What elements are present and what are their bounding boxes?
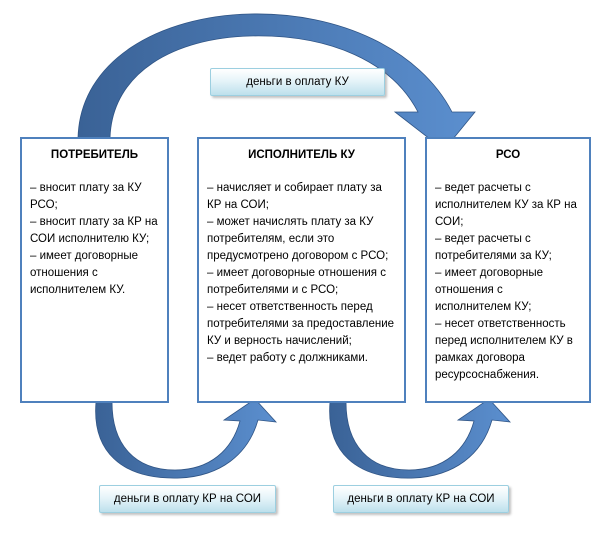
flow-label-common-property-1: деньги в оплату КР на СОИ bbox=[99, 485, 276, 513]
arrow-executor-to-rso bbox=[329, 398, 512, 479]
list-item: – вносит плату за КР на СОИ исполнителю … bbox=[30, 216, 158, 245]
box-executor: ИСПОЛНИТЕЛЬ КУ – начисляет и собирает пл… bbox=[197, 137, 406, 403]
list-item: – имеет договорные отношения с исполните… bbox=[435, 267, 544, 313]
flow-label-utilities: деньги в оплату КУ bbox=[210, 68, 385, 96]
list-item: – ведет работу с должниками. bbox=[207, 352, 368, 364]
box-executor-title: ИСПОЛНИТЕЛЬ КУ bbox=[248, 149, 355, 161]
list-item: – ведет расчеты с исполнителем КУ за КР … bbox=[435, 182, 577, 228]
list-item: – начисляет и собирает плату за КР на СО… bbox=[207, 182, 382, 211]
flow-label-common-property-2: деньги в оплату КР на СОИ bbox=[333, 485, 509, 513]
box-rso-title: РСО bbox=[495, 149, 521, 161]
list-item: – ведет расчеты с потребителями за КУ; bbox=[435, 233, 552, 262]
box-rso: РСО – ведет расчеты с исполнителем КУ за… bbox=[425, 137, 591, 403]
list-item: – несет ответственность перед потребител… bbox=[207, 301, 395, 347]
arrow-consumer-to-executor bbox=[95, 398, 278, 479]
arrow-consumer-to-rso bbox=[77, 13, 476, 151]
box-consumer: ПОТРЕБИТЕЛЬ – вносит плату за КУ РСО; – … bbox=[20, 137, 169, 403]
list-item: – имеет договорные отношения с исполните… bbox=[30, 250, 139, 296]
list-item: – несет ответственность перед исполнител… bbox=[435, 318, 573, 381]
box-consumer-title: ПОТРЕБИТЕЛЬ bbox=[50, 149, 139, 161]
box-consumer-list: – вносит плату за КУ РСО; – вносит плату… bbox=[30, 180, 159, 299]
list-item: – вносит плату за КУ РСО; bbox=[30, 182, 142, 211]
list-item: – может начислять плату за КУ потребител… bbox=[207, 216, 389, 262]
box-rso-list: – ведет расчеты с исполнителем КУ за КР … bbox=[435, 180, 581, 384]
list-item: – имеет договорные отношения с потребите… bbox=[207, 267, 386, 296]
box-executor-list: – начисляет и собирает плату за КР на СО… bbox=[207, 180, 396, 367]
